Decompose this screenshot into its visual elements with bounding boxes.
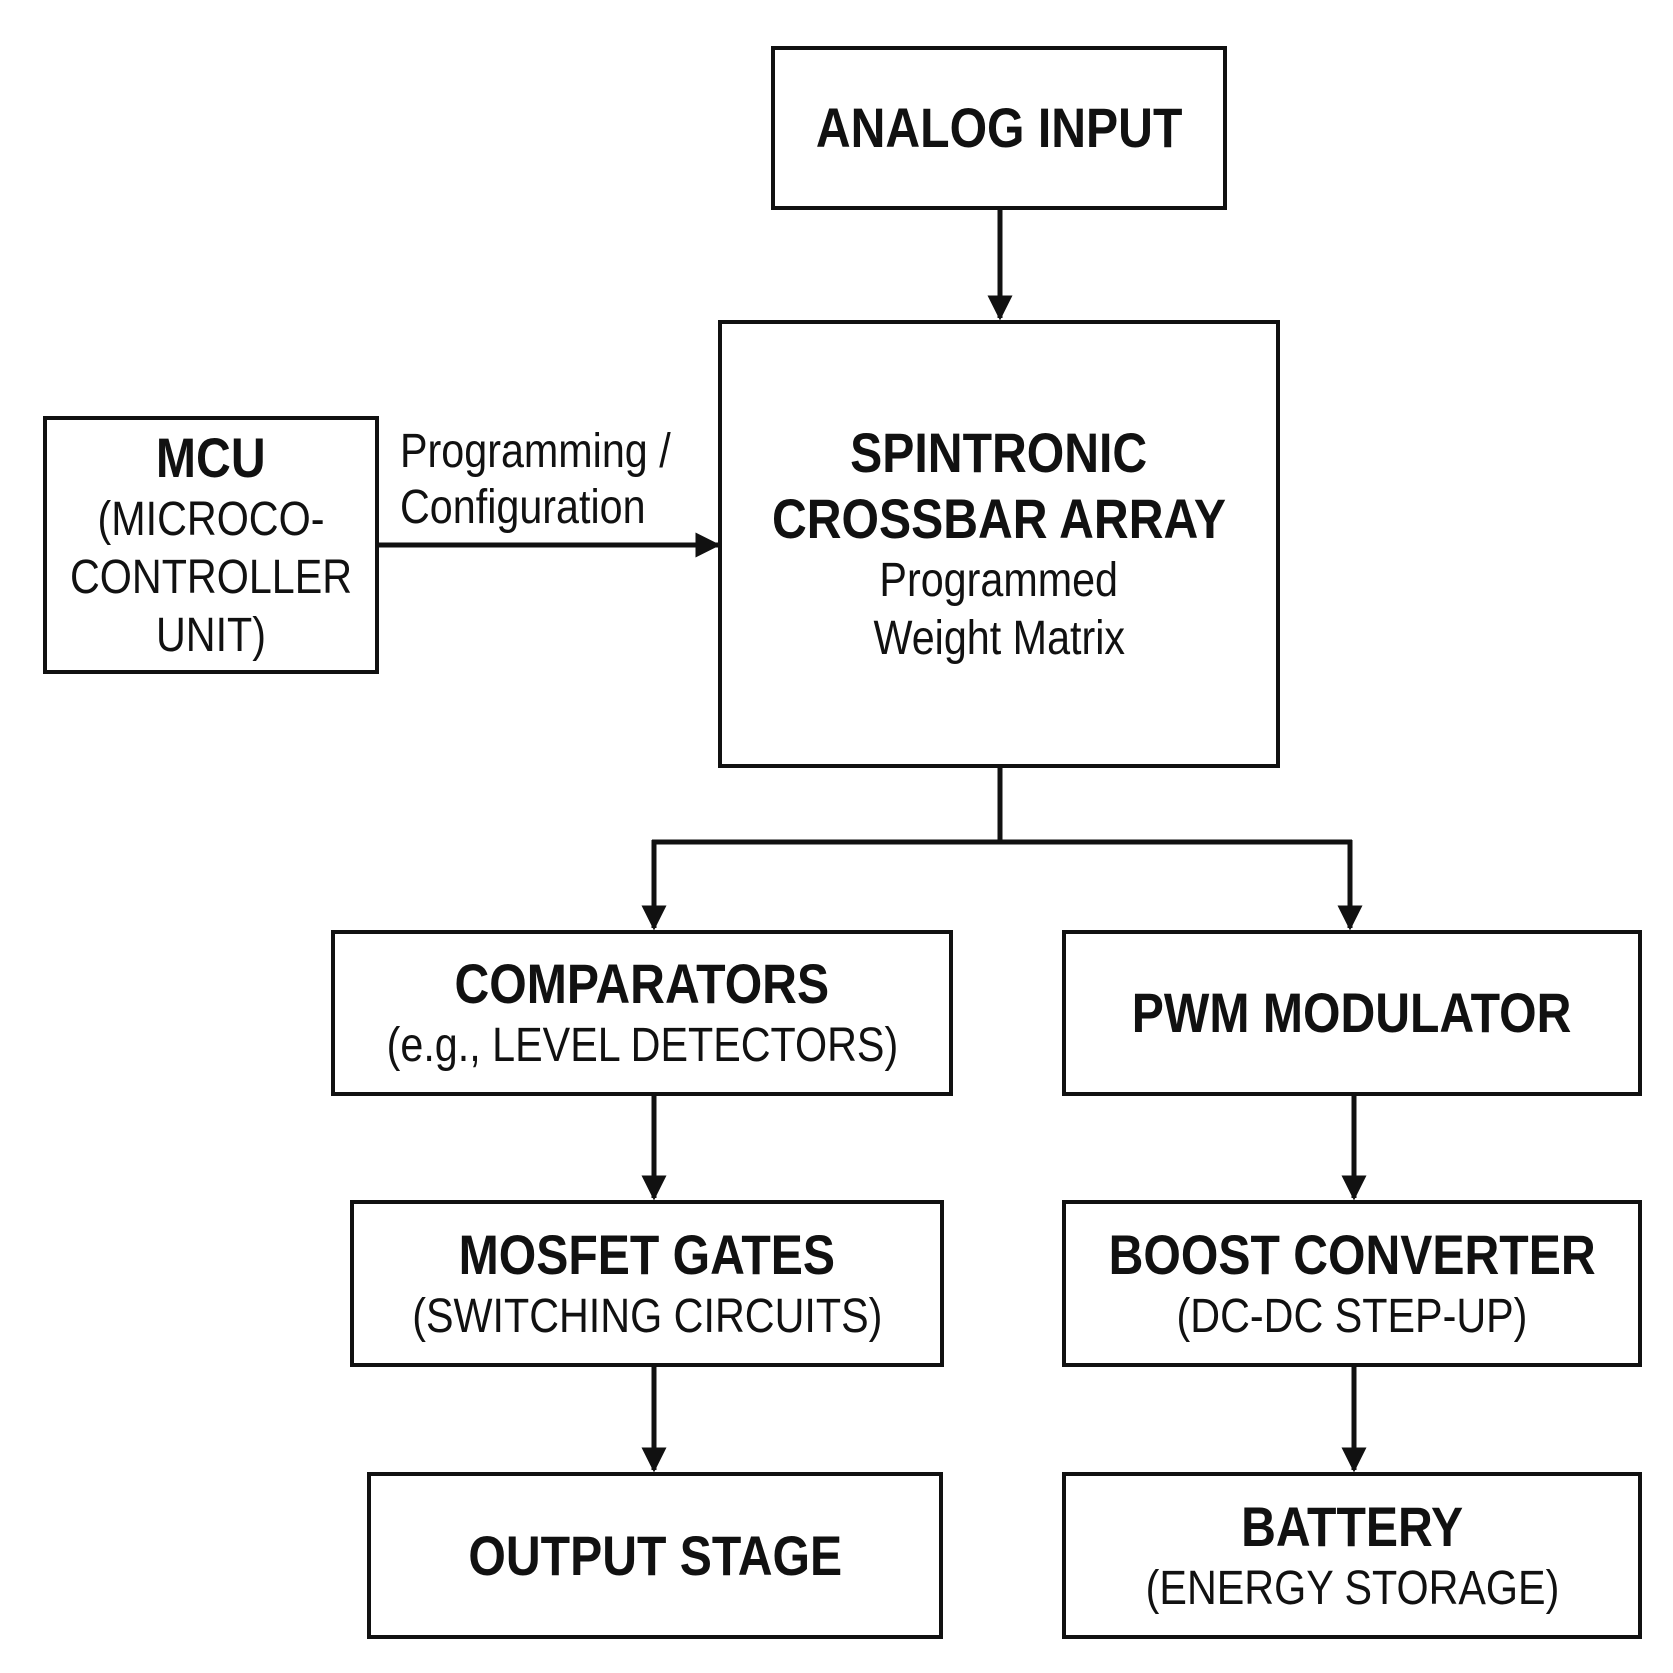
battery-box: BATTERY (ENERGY STORAGE) <box>1062 1472 1642 1639</box>
edge-label-line: Configuration <box>400 481 646 534</box>
mcu-subtitle-line: UNIT) <box>155 609 267 662</box>
programming-configuration-label: Programming / Configuration <box>400 424 671 536</box>
battery-title: BATTERY <box>1240 1494 1464 1558</box>
mcu-title: MCU <box>156 426 266 489</box>
mosfet-gates-box: MOSFET GATES (SWITCHING CIRCUITS) <box>350 1200 944 1367</box>
crossbar-array-box: SPINTRONIC CROSSBAR ARRAY Programmed Wei… <box>718 320 1280 768</box>
analog-input-title: ANALOG INPUT <box>815 96 1183 159</box>
crossbar-subtitle-line: Weight Matrix <box>873 612 1125 665</box>
output-title: OUTPUT STAGE <box>468 1523 842 1587</box>
comparators-title: COMPARATORS <box>454 952 830 1015</box>
crossbar-title-line: CROSSBAR ARRAY <box>771 487 1227 550</box>
mosfet-title: MOSFET GATES <box>458 1222 836 1286</box>
pwm-modulator-box: PWM MODULATOR <box>1062 930 1642 1096</box>
analog-input-box: ANALOG INPUT <box>771 46 1227 210</box>
crossbar-title-line: SPINTRONIC <box>850 421 1148 484</box>
boost-converter-box: BOOST CONVERTER (DC-DC STEP-UP) <box>1062 1200 1642 1367</box>
battery-subtitle: (ENERGY STORAGE) <box>1145 1561 1559 1615</box>
edge-label-line: Programming / <box>400 425 671 478</box>
mcu-box: MCU (MICROCO- CONTROLLER UNIT) <box>43 416 379 674</box>
boost-title: BOOST CONVERTER <box>1108 1222 1596 1286</box>
mosfet-subtitle: (SWITCHING CIRCUITS) <box>411 1289 883 1343</box>
crossbar-subtitle-line: Programmed <box>879 554 1119 607</box>
comparators-subtitle: (e.g., LEVEL DETECTORS) <box>386 1019 898 1072</box>
output-stage-box: OUTPUT STAGE <box>367 1472 943 1639</box>
mcu-subtitle-line: (MICROCO- <box>97 493 325 546</box>
comparators-box: COMPARATORS (e.g., LEVEL DETECTORS) <box>331 930 953 1096</box>
boost-subtitle: (DC-DC STEP-UP) <box>1176 1289 1528 1343</box>
mcu-subtitle-line: CONTROLLER <box>69 551 353 604</box>
pwm-title: PWM MODULATOR <box>1132 981 1572 1044</box>
